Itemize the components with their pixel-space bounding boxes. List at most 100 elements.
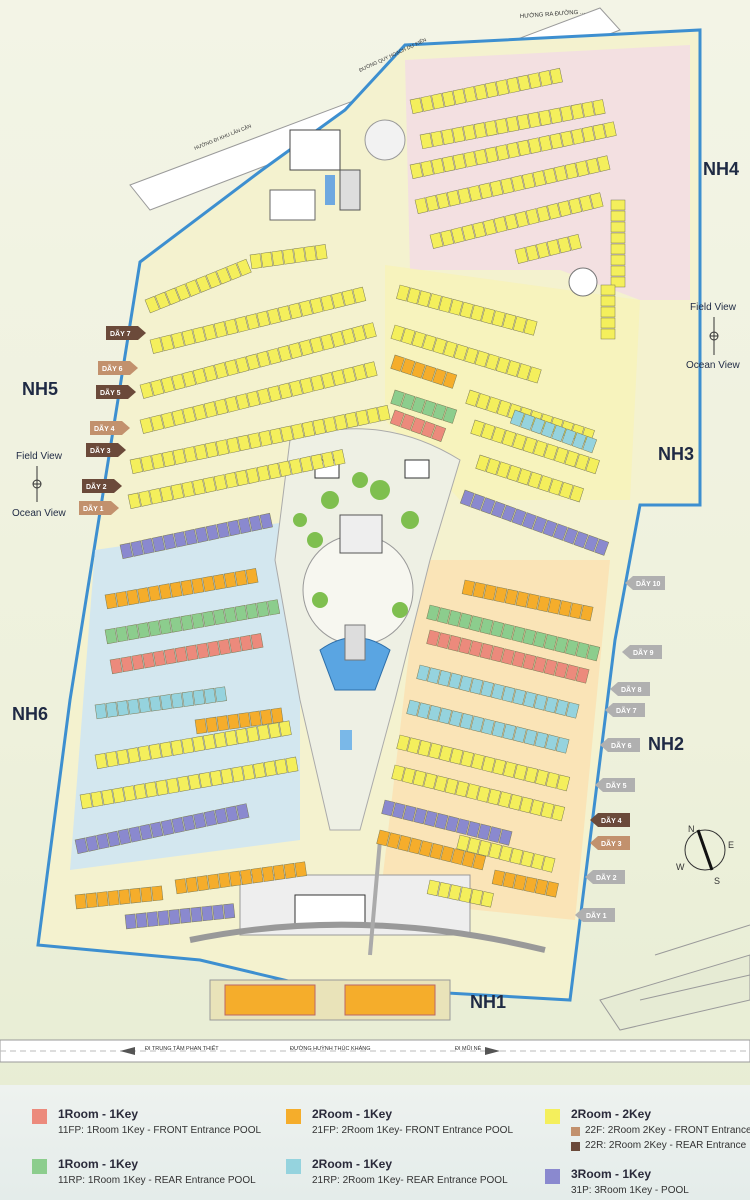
villa-unit — [470, 419, 485, 437]
villa-unit — [139, 417, 154, 434]
villa-unit — [490, 645, 505, 663]
villa-row — [139, 361, 378, 434]
villa-unit — [390, 389, 405, 407]
svg-text:DÃY 4: DÃY 4 — [94, 424, 115, 433]
villa-row — [396, 284, 538, 336]
villa-unit — [169, 581, 183, 598]
villa-unit — [475, 454, 490, 472]
villa-unit — [185, 876, 199, 893]
villa-unit — [274, 758, 288, 775]
villa-unit — [140, 455, 154, 472]
main-entrance — [189, 839, 546, 956]
villa-unit — [543, 167, 557, 185]
villa-unit — [267, 308, 281, 325]
villa-unit — [128, 826, 142, 843]
villa-unit — [549, 132, 563, 150]
villa-unit — [480, 680, 495, 698]
villa-unit — [150, 821, 164, 838]
villa-unit — [411, 331, 426, 349]
villa-unit — [419, 840, 433, 857]
villa-unit — [205, 271, 222, 289]
villa-unit — [495, 79, 510, 96]
villa-unit — [429, 843, 444, 860]
villa-unit — [426, 629, 441, 647]
villa-unit — [289, 380, 303, 397]
villa-unit — [116, 700, 129, 717]
villa-unit — [257, 724, 271, 741]
villa-row — [509, 409, 598, 454]
villa-row — [461, 579, 594, 622]
villa-row — [514, 233, 582, 264]
villa-unit — [554, 661, 569, 679]
villa-row — [409, 121, 617, 179]
villa-unit — [180, 614, 194, 631]
villa-unit — [267, 462, 281, 480]
villa-unit — [504, 588, 519, 606]
svg-text:DÃY 9: DÃY 9 — [633, 648, 654, 657]
villa-unit — [294, 861, 307, 878]
villa-row — [119, 512, 273, 559]
villa-unit — [256, 465, 271, 482]
villa-unit — [512, 316, 527, 333]
villa-row — [139, 322, 377, 399]
villa-unit — [249, 253, 263, 270]
row-tag-right: DÃY 8 — [610, 682, 650, 696]
villa-unit — [277, 305, 292, 322]
villa-unit — [207, 640, 221, 657]
villa-unit — [226, 262, 242, 281]
villa-unit — [456, 818, 470, 835]
legend-swatch — [286, 1109, 301, 1124]
villa-unit — [129, 457, 143, 474]
villa-unit — [366, 407, 380, 424]
villa-unit — [249, 710, 262, 727]
villa-unit — [603, 121, 617, 138]
villa-unit — [148, 620, 161, 637]
villa-unit — [528, 72, 542, 89]
road-label-top-right: HƯỚNG RA ĐƯỜNG ... — [520, 8, 586, 20]
villa-unit — [267, 599, 281, 616]
villa-unit — [452, 126, 466, 143]
villa-unit — [105, 751, 119, 768]
row-tag-right: DÃY 6 — [600, 738, 640, 752]
villa-unit — [548, 478, 564, 496]
villa-unit — [112, 787, 126, 804]
villa-unit — [525, 208, 540, 225]
villa-unit — [214, 362, 228, 379]
villa-unit — [472, 221, 487, 239]
villa-unit — [288, 342, 303, 359]
villa-unit — [236, 258, 252, 277]
villa-unit — [278, 382, 293, 400]
zone-label-nh3: NH3 — [658, 444, 694, 464]
villa-unit — [524, 876, 538, 893]
row-tag-left: DÃY 6 — [98, 361, 138, 375]
villa-unit — [263, 760, 277, 777]
villa-unit — [225, 395, 239, 413]
villa-unit — [253, 762, 266, 779]
villa-unit — [498, 828, 513, 846]
villa-unit — [511, 175, 525, 192]
villa-unit — [489, 180, 504, 197]
villa-unit — [391, 764, 406, 782]
villa-unit — [196, 875, 209, 892]
villa-unit — [267, 385, 282, 402]
svg-text:DÃY 1: DÃY 1 — [83, 504, 104, 513]
legend-title: 1Room - 1Key — [58, 1107, 139, 1121]
villa-unit — [466, 820, 481, 838]
villa-unit — [449, 748, 464, 765]
villa-unit — [180, 579, 194, 596]
villa-unit — [431, 93, 445, 110]
villa-unit — [532, 516, 548, 534]
villa-unit — [516, 363, 532, 381]
villa-unit — [570, 103, 584, 120]
villa-unit — [575, 641, 590, 659]
villa-unit — [410, 417, 426, 435]
villa-unit — [173, 531, 187, 548]
villa-unit — [552, 523, 568, 541]
villa-unit — [527, 471, 543, 489]
villa-unit — [216, 522, 230, 539]
villa-unit — [547, 203, 561, 220]
villa-unit — [202, 575, 216, 592]
villa-unit — [544, 696, 559, 714]
villa-unit — [312, 418, 326, 436]
villa-row — [396, 734, 571, 792]
